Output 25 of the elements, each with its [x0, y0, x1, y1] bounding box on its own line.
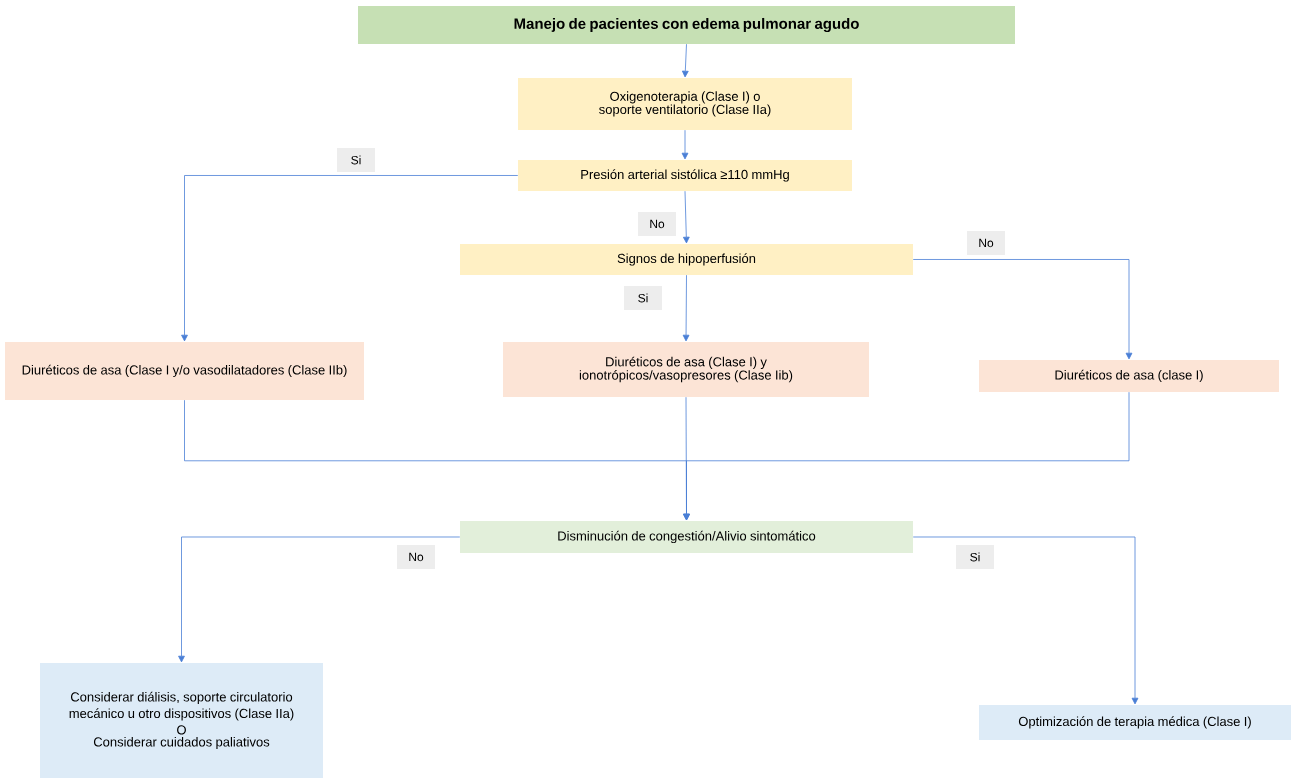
process-box: Diuréticos de asa (Clase I) y ionotrópicos/vasopresores (Clase Iib) — [503, 342, 869, 397]
process-box: Considerar diálisis, soporte circulatorio mecánico u otro dispositivos (Clase IIa) O Considerar cuidados paliativos — [40, 663, 323, 778]
arrow — [912, 536, 1139, 705]
edge-label: No — [638, 212, 676, 236]
arrow — [681, 43, 689, 78]
arrow — [681, 129, 689, 160]
arrow — [682, 190, 690, 244]
title-box: Manejo de pacientes con edema pulmonar agudo — [358, 6, 1015, 44]
arrow — [178, 536, 461, 663]
arrow — [682, 274, 690, 342]
edge-label: No — [967, 231, 1005, 255]
decision-box: Signos de hipoperfusión — [460, 244, 913, 275]
arrow — [181, 175, 519, 342]
edge-label: No — [397, 545, 435, 569]
process-box: Diuréticos de asa (Clase I y/o vasodilatadores (Clase IIb) — [5, 342, 364, 400]
arrow — [683, 391, 1130, 521]
process-box: Oxigenoterapia (Clase I) o soporte ventilatorio (Clase IIa) — [518, 78, 852, 130]
edge-label: Si — [337, 148, 375, 172]
decision-box: Presión arterial sistólica ≥110 mmHg — [518, 160, 852, 191]
decision-box: Disminución de congestión/Alivio sintomático — [460, 521, 913, 553]
arrow — [912, 259, 1133, 360]
process-box: Diuréticos de asa (clase I) — [979, 360, 1279, 392]
edge-label: Si — [956, 545, 994, 569]
process-box: Optimización de terapia médica (Clase I) — [979, 705, 1291, 740]
edge-label: Si — [624, 286, 662, 310]
